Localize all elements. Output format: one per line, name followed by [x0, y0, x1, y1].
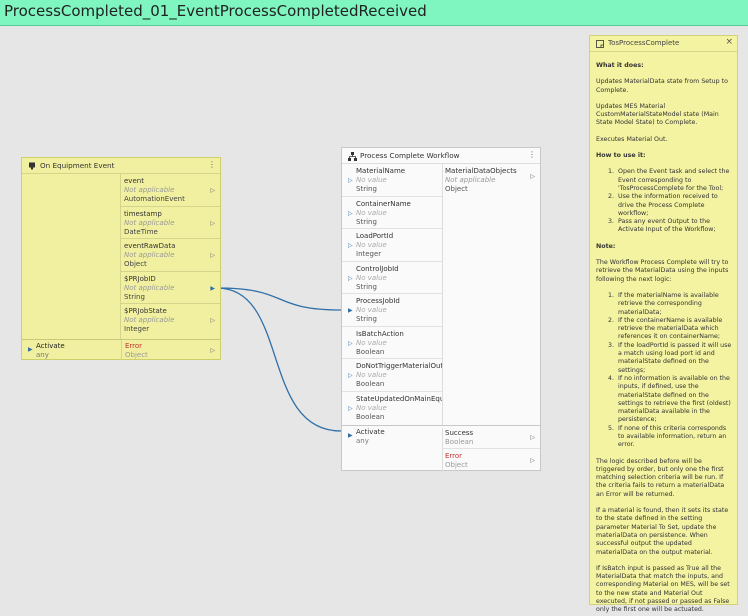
output-port-eventrawdata[interactable]: eventRawData Not applicable Object ▷ [121, 239, 220, 272]
output-port-timestamp[interactable]: timestamp Not applicable DateTime ▷ [121, 207, 220, 239]
note-paragraph: The logic described before will be trigg… [596, 457, 725, 498]
list-item: If no information is available on the in… [616, 375, 732, 425]
note-icon [596, 39, 604, 48]
note-paragraph: If a material is found, then it sets its… [596, 507, 729, 556]
workflow-icon [348, 151, 357, 161]
on-equipment-event-node[interactable]: On Equipment Event ⋮ event Not applicabl… [21, 157, 221, 360]
output-port-materialdataobjects[interactable]: MaterialDataObjects Not applicable Objec… [445, 167, 535, 193]
more-options-icon[interactable]: ⋮ [528, 150, 536, 159]
logic-steps-list: If the materialName is available retriev… [596, 292, 732, 450]
page-title: ProcessCompleted_01_EventProcessComplete… [4, 2, 427, 20]
error-output-port[interactable]: Error Object ▷ [121, 340, 220, 360]
input-arrow-icon[interactable]: ▷ [348, 177, 353, 184]
output-arrow-icon[interactable]: ▶ [210, 284, 215, 292]
list-item: If none of this criteria corresponds to … [616, 425, 732, 450]
output-arrow-icon[interactable]: ▷ [530, 173, 535, 180]
list-item: Open the Event task and select the Event… [616, 168, 732, 193]
output-arrow-icon[interactable]: ▷ [210, 347, 215, 354]
close-icon[interactable]: × [725, 37, 733, 47]
input-arrow-icon[interactable]: ▶ [348, 307, 353, 314]
input-arrow-icon[interactable]: ▷ [348, 372, 353, 379]
error-output-port[interactable]: Error Object ▷ [445, 452, 535, 469]
event-node-control-ports: ▶ Activate any Error Object ▷ [22, 339, 220, 360]
event-node-header[interactable]: On Equipment Event ⋮ [22, 158, 220, 174]
workflow-node-header[interactable]: Process Complete Workflow ⋮ [342, 148, 540, 164]
output-arrow-icon[interactable]: ▷ [210, 252, 215, 259]
output-arrow-icon[interactable]: ▷ [530, 457, 535, 464]
list-item: Pass any event Output to the Activate In… [616, 218, 732, 235]
workflow-node-inputs: ▷ MaterialName No value String ▷ Contain… [342, 164, 443, 425]
note-paragraph: If IsBatch input is passed as True all t… [596, 564, 730, 614]
input-port-controljobid[interactable]: ▷ ControlJobId No value String [342, 262, 442, 294]
input-port-donottriggermaterialout[interactable]: ▷ DoNotTriggerMaterialOut No value Boole… [342, 359, 442, 392]
input-arrow-icon[interactable]: ▶ [28, 346, 33, 353]
more-options-icon[interactable]: ⋮ [208, 160, 216, 169]
how-steps-list: Open the Event task and select the Event… [596, 168, 732, 234]
activate-input-port[interactable]: ▶ Activate any [28, 342, 65, 359]
workflow-node-control-ports: ▶ Activate any Success Boolean ▷ Error O… [342, 425, 540, 472]
input-arrow-icon[interactable]: ▷ [348, 209, 353, 217]
note-paragraph: Executes Material Out. [596, 135, 668, 143]
input-port-materialname[interactable]: ▷ MaterialName No value String [342, 164, 442, 197]
output-arrow-icon[interactable]: ▷ [210, 187, 215, 194]
list-item: Use the information received to drive th… [616, 193, 732, 218]
note-header[interactable]: TosProcessComplete × [590, 36, 737, 52]
output-arrow-icon[interactable]: ▷ [530, 434, 535, 441]
page-titlebar: ProcessCompleted_01_EventProcessComplete… [0, 0, 748, 26]
note-paragraph: Updates MES Material CustomMaterialState… [596, 102, 719, 127]
input-arrow-icon[interactable]: ▷ [348, 274, 353, 282]
list-item: If the materialName is available retriev… [616, 292, 732, 317]
input-port-stateupdatedonmainequipment[interactable]: ▷ StateUpdatedOnMainEqu... No value Bool… [348, 394, 442, 421]
wire-prjobid-to-activate[interactable] [216, 287, 342, 432]
input-port-loadportid[interactable]: ▷ LoadPortId No value Integer [342, 229, 442, 262]
activate-input-port[interactable]: ▶ Activate any [342, 428, 443, 472]
process-complete-workflow-node[interactable]: Process Complete Workflow ⋮ ▷ MaterialNa… [341, 147, 541, 472]
note-paragraph: The Workflow Process Complete will try t… [596, 259, 729, 283]
input-port-containername[interactable]: ▷ ContainerName No value String [342, 197, 442, 229]
note-body: What it does: Updates MaterialData state… [590, 52, 737, 615]
list-item: If the containerName is available retrie… [616, 317, 732, 342]
output-port-prjobid[interactable]: $PRJobID Not applicable String ▶ [121, 272, 220, 304]
note-title: TosProcessComplete [608, 39, 680, 48]
input-port-isbatchaction[interactable]: ▷ IsBatchAction No value Boolean [342, 327, 442, 359]
output-port-event[interactable]: event Not applicable AutomationEvent ▷ [121, 174, 220, 207]
list-item: If the loadPortId is passed it will use … [616, 342, 732, 375]
input-port-processjobid[interactable]: ▶ ProcessJobId No value String [342, 294, 442, 327]
equipment-event-icon [28, 162, 36, 170]
workflow-control-outputs: Success Boolean ▷ Error Object ▷ [443, 426, 540, 472]
output-arrow-icon[interactable]: ▷ [210, 317, 215, 324]
event-node-title: On Equipment Event [40, 161, 115, 170]
event-node-outputs: event Not applicable AutomationEvent ▷ t… [121, 174, 220, 337]
wire-prjobid-to-processjobid[interactable] [216, 287, 342, 311]
note-panel[interactable]: TosProcessComplete × What it does: Updat… [589, 35, 738, 613]
note-paragraph: Updates MaterialData state from Setup to… [596, 78, 728, 94]
event-node-input-column [22, 174, 121, 339]
input-arrow-icon[interactable]: ▶ [348, 432, 353, 439]
output-port-prjobstate[interactable]: $PRJobState Not applicable Integer ▷ [124, 307, 215, 333]
success-output-port[interactable]: Success Boolean ▷ [443, 426, 540, 449]
workflow-node-title: Process Complete Workflow [360, 151, 460, 160]
how-heading: How to use it: [596, 152, 646, 160]
workflow-node-outputs: MaterialDataObjects Not applicable Objec… [443, 164, 540, 196]
input-arrow-icon[interactable]: ▷ [348, 339, 353, 347]
input-arrow-icon[interactable]: ▷ [348, 242, 353, 249]
what-heading: What it does: [596, 62, 644, 69]
note-heading: Note: [596, 242, 616, 250]
output-arrow-icon[interactable]: ▷ [210, 219, 215, 227]
input-arrow-icon[interactable]: ▷ [348, 404, 353, 412]
